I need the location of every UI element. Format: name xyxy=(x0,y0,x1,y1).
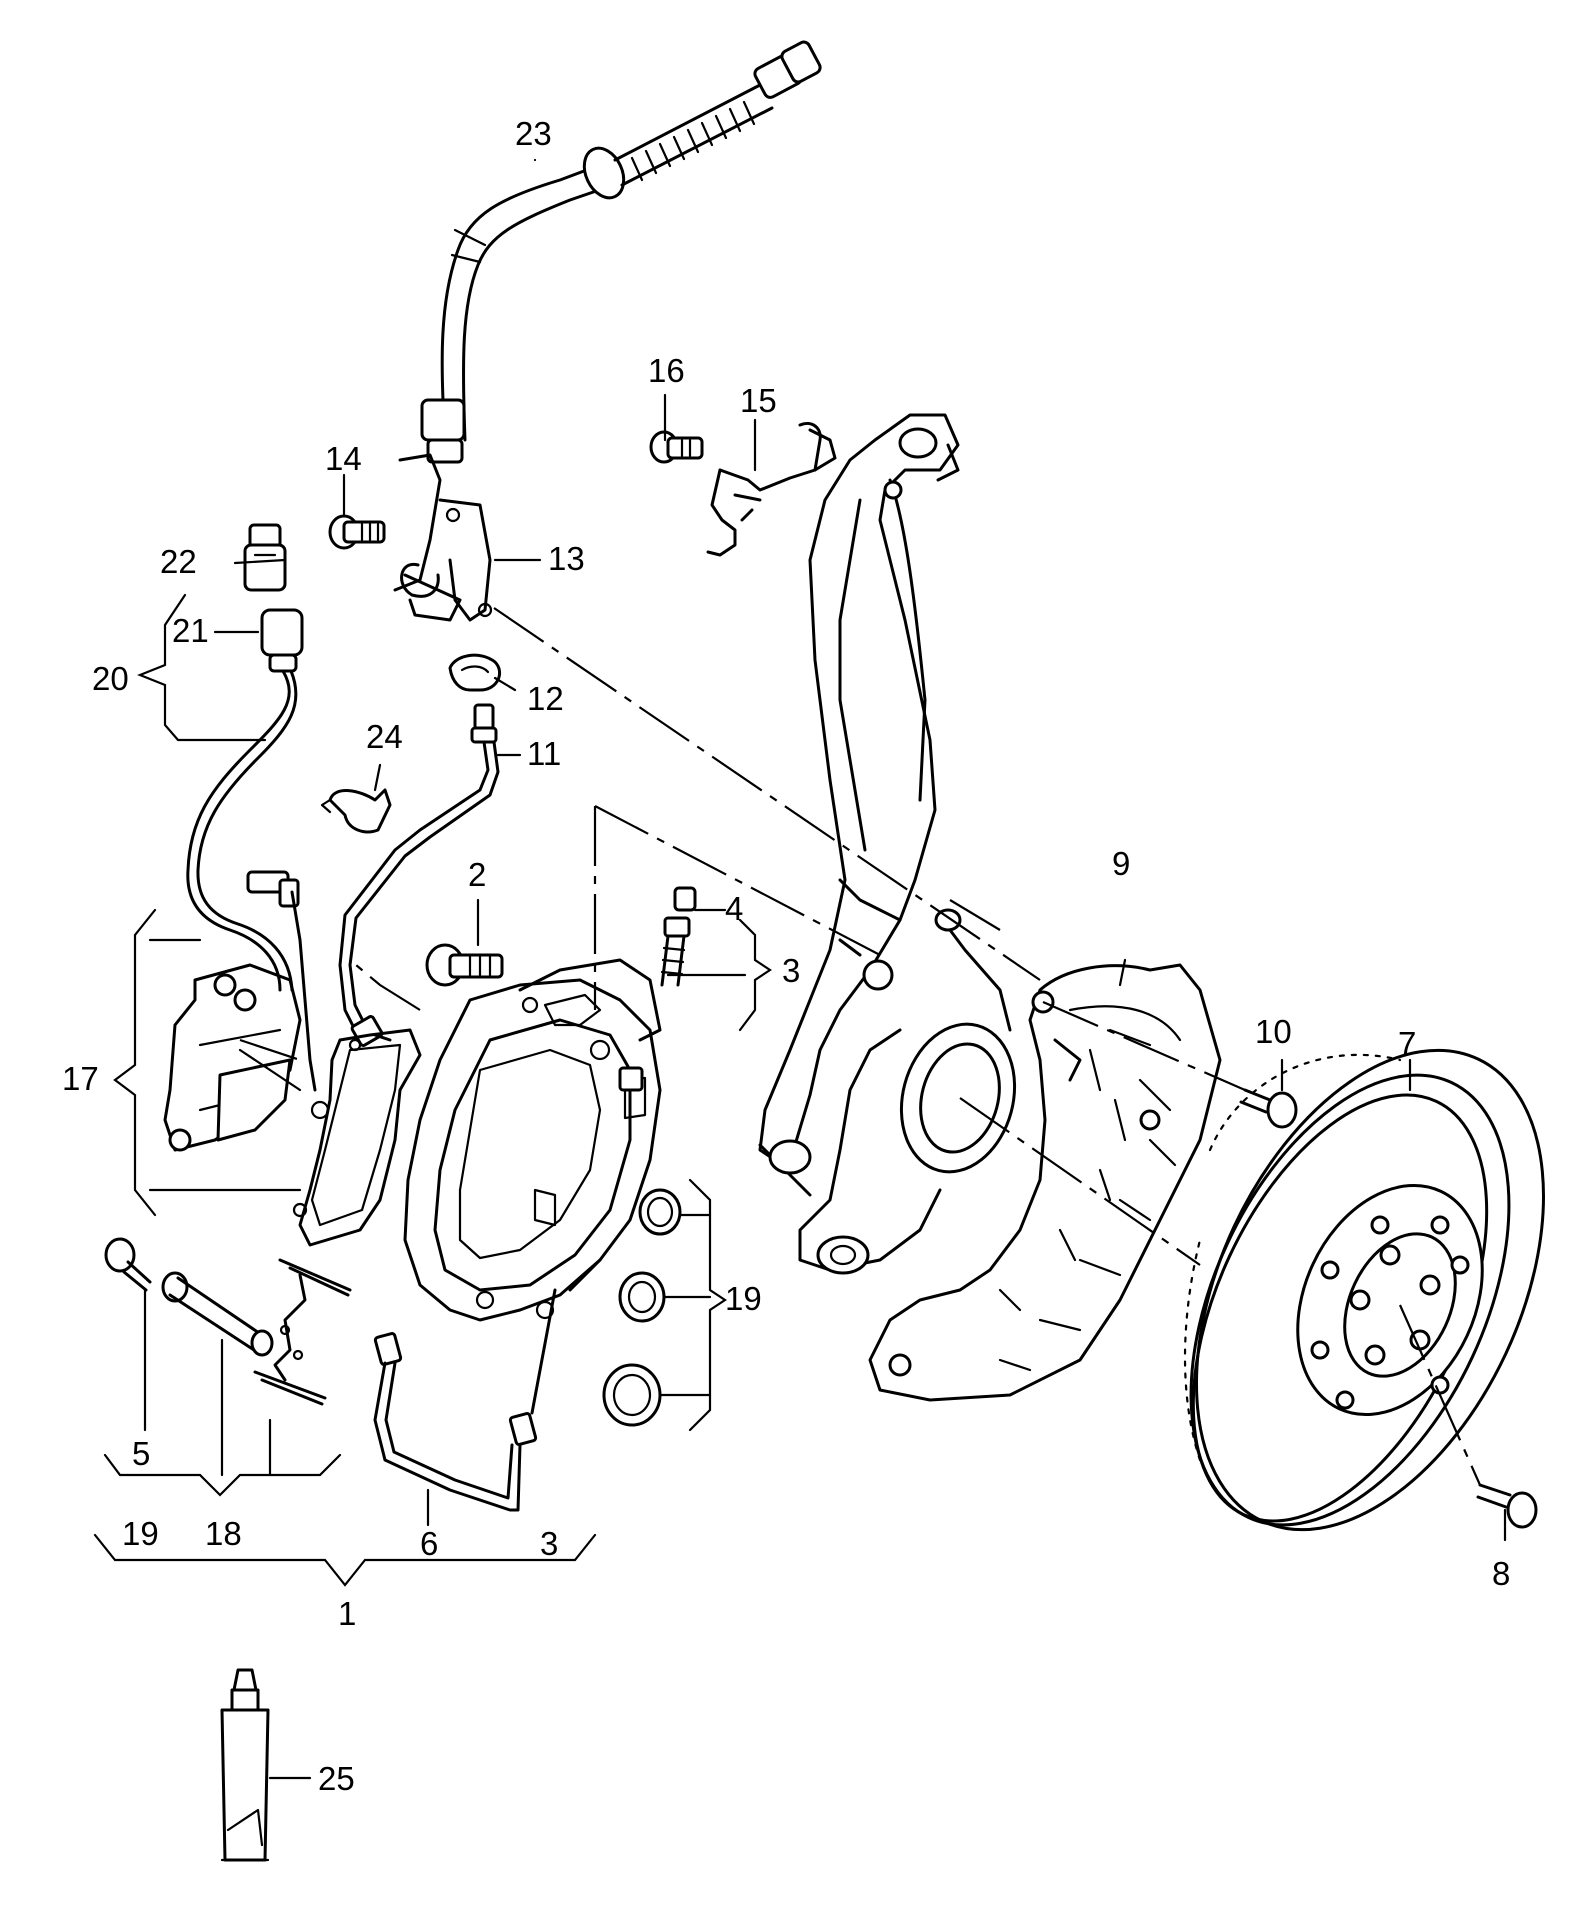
sealant-tube-25 xyxy=(220,1668,270,1862)
label-16: 16 xyxy=(648,352,685,389)
clip-12 xyxy=(448,653,501,692)
bolt-10 xyxy=(1239,1088,1298,1129)
label-23: 23 xyxy=(515,115,552,152)
steering-knuckle xyxy=(758,413,1017,1275)
label-12: 12 xyxy=(527,680,564,717)
label-6: 6 xyxy=(420,1525,438,1562)
bolt-8 xyxy=(1476,1483,1538,1529)
hose-bracket xyxy=(393,453,493,622)
label-19-right: 19 xyxy=(725,1280,762,1317)
label-4: 4 xyxy=(725,890,743,927)
label-10: 10 xyxy=(1255,1013,1292,1050)
seal-rings-19 xyxy=(602,1188,682,1427)
label-11: 11 xyxy=(527,735,561,772)
brake-hose xyxy=(420,40,822,464)
brake-pad-back xyxy=(292,1028,422,1247)
splash-shield-9 xyxy=(868,963,1222,1402)
part-number-labels: 23 16 15 14 13 22 21 20 12 11 24 2 4 3 9… xyxy=(62,115,1510,1797)
label-9: 9 xyxy=(1112,845,1130,882)
bolt-16 xyxy=(649,430,704,464)
label-17: 17 xyxy=(62,1060,99,1097)
label-7: 7 xyxy=(1398,1025,1416,1062)
bracket-15 xyxy=(706,422,837,557)
assembly-lines xyxy=(239,607,1482,1486)
label-1: 1 xyxy=(338,1595,356,1632)
wear-sensor-21 xyxy=(186,608,317,1092)
brake-disc-7 xyxy=(1183,1048,1545,1532)
guide-pin-18 xyxy=(161,1271,274,1357)
bolt-14 xyxy=(328,514,386,550)
bolt-2 xyxy=(425,943,504,987)
label-14: 14 xyxy=(325,440,362,477)
spring-clip-19 xyxy=(253,1258,352,1406)
label-13: 13 xyxy=(548,540,585,577)
label-3: 3 xyxy=(782,952,800,989)
brake-pad-17 xyxy=(163,963,302,1152)
label-5: 5 xyxy=(132,1435,150,1472)
label-25: 25 xyxy=(318,1760,355,1797)
clip-24 xyxy=(320,788,392,834)
brake-line-6 xyxy=(373,1288,557,1512)
brake-line-11 xyxy=(338,703,500,1047)
label-19-left: 19 xyxy=(122,1515,159,1552)
label-15: 15 xyxy=(740,382,777,419)
label-8: 8 xyxy=(1492,1555,1510,1592)
label-3-bottom: 3 xyxy=(540,1525,558,1562)
label-2: 2 xyxy=(468,856,486,893)
bleeder-valve-4 xyxy=(660,886,697,987)
brake-caliper xyxy=(403,958,662,1322)
label-22: 22 xyxy=(160,543,197,580)
label-21: 21 xyxy=(172,612,209,649)
label-24: 24 xyxy=(366,718,403,755)
leader-lines xyxy=(93,158,1507,1780)
connector-22 xyxy=(243,523,287,592)
bolt-5 xyxy=(104,1237,152,1292)
label-18: 18 xyxy=(205,1515,242,1552)
label-20: 20 xyxy=(92,660,129,697)
